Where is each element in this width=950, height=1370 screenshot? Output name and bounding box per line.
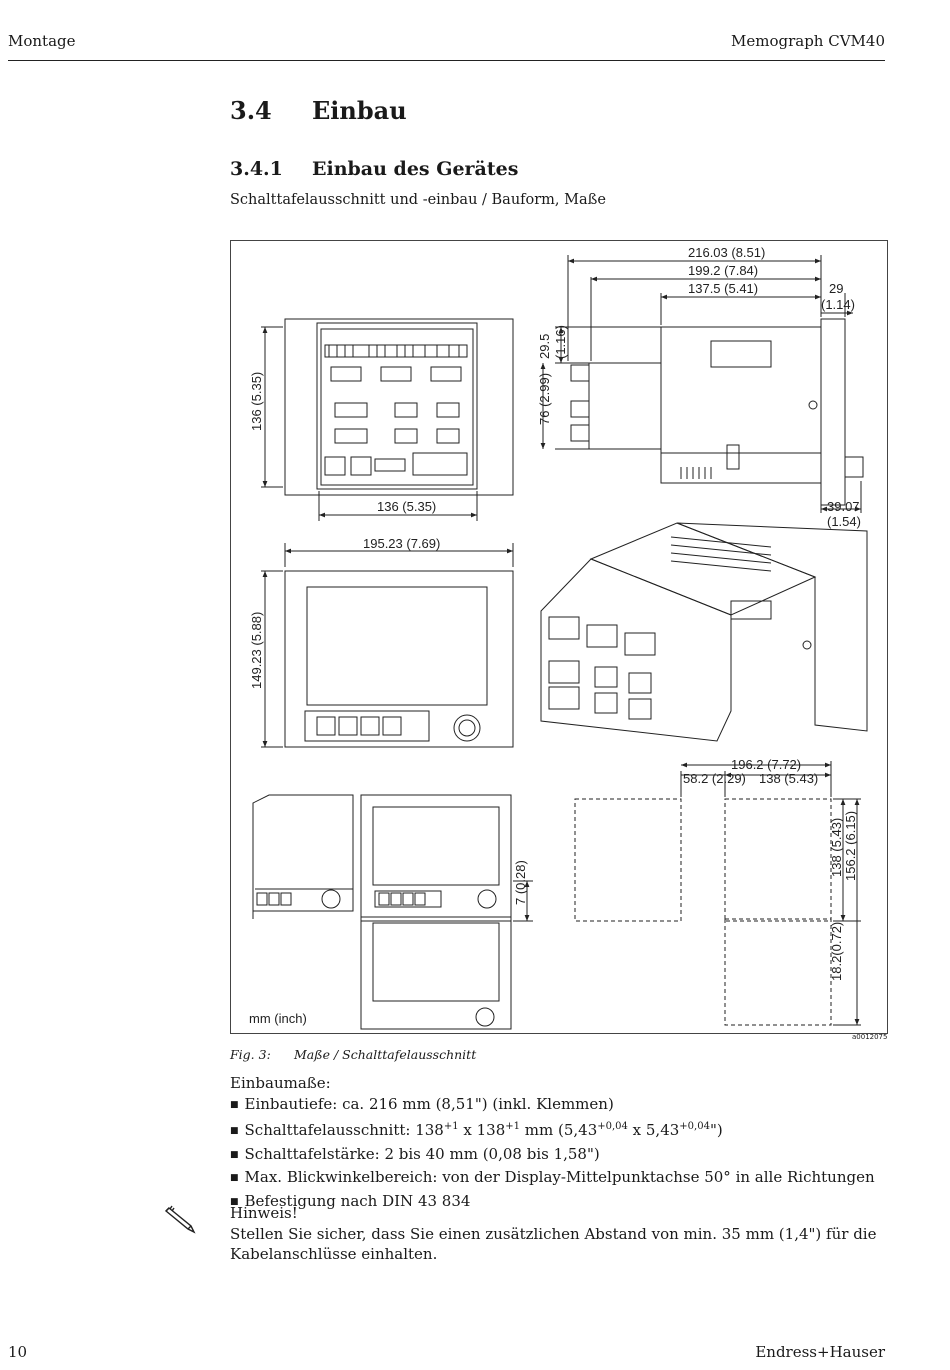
note-line: Kabelanschlüsse einhalten. (230, 1245, 438, 1263)
dim-label: 149.23 (5.88) (249, 612, 264, 689)
subsection-title: Einbau des Gerätes (312, 158, 519, 180)
dim-label: 216.03 (8.51) (688, 245, 765, 260)
pencil-note-icon (164, 1205, 196, 1234)
drawing-svg: 216.03 (8.51) 199.2 (7.84) 137.5 (5.41) … (249, 245, 868, 1030)
spec-cutout-part: mm (5,43 (520, 1121, 598, 1139)
dim-label: 29.5 (537, 334, 552, 359)
units-label: mm (inch) (249, 1011, 307, 1026)
list-item: Schalttafelstärke: 2 bis 40 mm (0,08 bis… (230, 1144, 875, 1168)
spec-thickness: Schalttafelstärke: 2 bis 40 mm (0,08 bis… (244, 1144, 600, 1163)
side-view (540, 255, 864, 513)
spec-angle: Max. Blickwinkelbereich: von der Display… (244, 1168, 875, 1186)
intro-text: Schalttafelausschnitt und -einbau / Bauf… (230, 192, 606, 208)
page-number: 10 (8, 1343, 28, 1361)
dim-label: 29 (829, 281, 843, 296)
list-item: Max. Blickwinkelbereich: von der Display… (230, 1167, 875, 1191)
running-header-left: Montage (8, 32, 76, 50)
dim-label: 136 (5.35) (249, 372, 264, 431)
dim-label: 39.07 (827, 499, 860, 514)
multi-mount-view (252, 794, 533, 1030)
section-number: 3.4 (230, 96, 272, 125)
figure-caption: Fig. 3: Maße / Schalttafelausschnitt (230, 1047, 476, 1062)
list-item: Befestigung nach DIN 43 834 (230, 1191, 875, 1215)
panel-cutout-plan (574, 761, 861, 1026)
dim-label: 199.2 (7.84) (688, 263, 758, 278)
dim-label: (1.54) (827, 514, 861, 529)
spec-cutout-tolerance: +1 (505, 1121, 520, 1132)
section-heading: 3.4 Einbau (230, 96, 407, 125)
dim-label: 136 (5.35) (377, 499, 436, 514)
specs-heading: Einbaumaße: (230, 1074, 331, 1092)
dim-label: 76 (2.99) (537, 373, 552, 425)
spec-cutout-part: x 138 (458, 1121, 506, 1139)
list-item: Einbautiefe: ca. 216 mm (8,51") (inkl. K… (230, 1094, 875, 1118)
dimension-drawing: 216.03 (8.51) 199.2 (7.84) 137.5 (5.41) … (230, 240, 888, 1034)
spec-cutout-tolerance: +0,04 (679, 1121, 710, 1132)
dim-label: 137.5 (5.41) (688, 281, 758, 296)
dim-label: 18.2(0.72) (829, 922, 844, 981)
perspective-view (540, 522, 868, 742)
note-line: Stellen Sie sicher, dass Sie einen zusät… (230, 1224, 877, 1243)
dim-label: (1.14) (821, 297, 855, 312)
section-title: Einbau (312, 96, 407, 125)
rear-view (261, 318, 514, 521)
dim-label: 196.2 (7.72) (731, 757, 801, 772)
dim-label: 138 (5.43) (829, 818, 844, 877)
specs-block: Einbaumaße: Einbautiefe: ca. 216 mm (8,5… (230, 1073, 875, 1214)
figure-id: a0012075 (852, 1033, 888, 1041)
dim-label: 58.2 (2.29) (683, 771, 746, 786)
header-rule (8, 60, 885, 61)
dim-label: 156.2 (6.15) (843, 811, 858, 881)
front-view (261, 543, 514, 748)
dim-label: 138 (5.43) (759, 771, 818, 786)
note-block: Hinweis! Stellen Sie sicher, dass Sie ei… (230, 1203, 876, 1265)
running-header-right: Memograph CVM40 (731, 32, 885, 50)
spec-cutout-part: Schalttafelausschnitt: 138 (244, 1121, 444, 1139)
spec-cutout-part: x 5,43 (627, 1121, 680, 1139)
list-item: Schalttafelausschnitt: 138+1 x 138+1 mm … (230, 1117, 875, 1144)
spec-cutout-tolerance: +0,04 (597, 1121, 628, 1132)
footer-brand: Endress+Hauser (755, 1343, 885, 1361)
note-title: Hinweis! (230, 1204, 298, 1222)
subsection-heading: 3.4.1 Einbau des Gerätes (230, 158, 518, 180)
subsection-number: 3.4.1 (230, 158, 283, 180)
spec-cutout-tolerance: +1 (443, 1121, 459, 1132)
specs-list: Einbautiefe: ca. 216 mm (8,51") (inkl. K… (230, 1094, 875, 1215)
dim-label: 7 (0.28) (513, 860, 528, 905)
dim-label: 195.23 (7.69) (363, 536, 440, 551)
spec-mounting: Befestigung nach DIN 43 834 (244, 1191, 471, 1210)
spec-cutout-part: ") (709, 1121, 723, 1139)
spec-depth: Einbautiefe: ca. 216 mm (8,51") (inkl. K… (244, 1094, 614, 1113)
caption-text: Maße / Schalttafelausschnitt (294, 1047, 477, 1062)
caption-number: Fig. 3: (230, 1047, 271, 1062)
dim-label: (1.16) (553, 325, 568, 359)
